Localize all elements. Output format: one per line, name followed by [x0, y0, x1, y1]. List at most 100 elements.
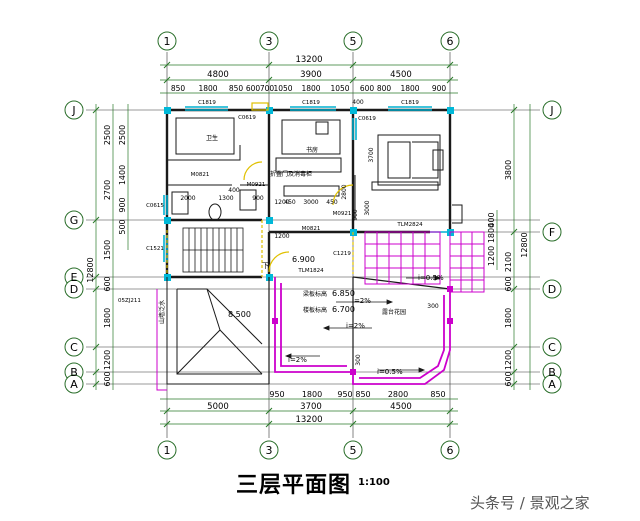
axis-label-left-A: A — [70, 378, 78, 391]
axis-label-bottom-1: 1 — [164, 444, 171, 457]
stair — [182, 227, 244, 273]
dim-top-detail: 1800 — [400, 84, 419, 93]
room-label: 露台花园 — [382, 308, 406, 316]
window-label: C1521 — [146, 246, 164, 252]
dim-bottom-detail: 850 — [355, 390, 370, 399]
dim-top-main-1: 4800 — [207, 70, 229, 80]
dim-top-detail: 600 — [360, 84, 375, 93]
elevation-note: 梁板标高 — [303, 290, 327, 298]
axis-label-right-C: C — [548, 341, 556, 354]
dim-top-detail: 1800 — [198, 84, 217, 93]
axis-label-top-1: 1 — [164, 35, 171, 48]
dim-bottom-total: 13200 — [295, 415, 322, 425]
room-label: 折叠门及消毒柜 — [270, 170, 312, 178]
axis-label-left-J: J — [71, 104, 75, 117]
dim-top-detail: 850 — [171, 84, 186, 93]
dim-left-detail: 2500 — [118, 125, 127, 145]
door-label: M0821 — [191, 172, 210, 178]
slope: i=0.5% — [377, 368, 403, 376]
inner-dim: 400 — [228, 187, 240, 194]
slope: i=2% — [288, 356, 307, 364]
dim-bottom-main-2: 3700 — [300, 402, 322, 412]
elevation: 6.850 — [332, 289, 355, 298]
dim-right-total: 12800 — [520, 232, 529, 257]
dim-bottom-detail: 950 — [337, 390, 352, 399]
door-label: M0821 — [302, 226, 321, 232]
inner-dim: 300 — [427, 303, 439, 310]
axis-label-left-G: G — [70, 214, 79, 227]
dim-left-main: 1800 — [103, 308, 112, 328]
pergola — [364, 231, 485, 293]
slope: i=2% — [352, 297, 371, 305]
dim-right-main: 3800 — [504, 160, 513, 180]
window-label: C0619 — [358, 116, 376, 122]
watermark: 头条号 / 景观之家 — [470, 494, 590, 512]
axis-label-left-B: B — [70, 366, 78, 379]
dim-top-main-3: 4500 — [390, 70, 412, 80]
dim-top-detail: 1050 — [273, 84, 292, 93]
axis-label-bottom-5: 5 — [350, 444, 357, 457]
door-label: M0921 — [247, 182, 266, 188]
axis-label-left-C: C — [70, 341, 78, 354]
inner-dim: 400 — [352, 99, 364, 106]
slope: i=0.5% — [418, 274, 444, 282]
door-label: TLM1824 — [297, 268, 324, 274]
dim-right-detail: 400 — [487, 212, 496, 227]
dim-bottom-detail: 850 — [430, 390, 445, 399]
axis-label-top-6: 6 — [447, 35, 454, 48]
dim-top-detail: 850 — [229, 84, 244, 93]
inner-dim: 1200 — [274, 199, 289, 206]
elevation-note: 楼板标高 — [303, 306, 327, 314]
slope: i=2% — [346, 322, 365, 330]
stair-direction: 下 — [262, 262, 269, 270]
inner-dim: 2000 — [180, 195, 195, 202]
dim-top-detail: 900 — [432, 84, 447, 93]
dim-right-main: 2100 — [504, 252, 513, 272]
dim-left-detail: 1400 — [118, 165, 127, 185]
dim-left-total: 12800 — [86, 257, 95, 282]
terrace-parapet — [274, 277, 451, 385]
inner-dim: 3700 — [368, 147, 375, 162]
window-label: C1819 — [198, 100, 216, 106]
axis-label-left-D: D — [70, 283, 78, 296]
dim-bottom-main-1: 5000 — [207, 402, 229, 412]
inner-dim: 900 — [252, 195, 264, 202]
dim-bottom-main-3: 4500 — [390, 402, 412, 412]
dim-right-main: 600 — [504, 371, 513, 386]
inner-dim: 450 — [326, 199, 338, 206]
door-label: M0921 — [333, 211, 352, 217]
axis-label-right-A: A — [548, 378, 556, 391]
dim-top-detail: 700 — [260, 84, 275, 93]
dim-left-main: 2700 — [103, 180, 112, 200]
dim-right-main: 600 — [504, 276, 513, 291]
dim-left-main: 600 — [103, 371, 112, 386]
axis-label-right-F: F — [549, 226, 555, 239]
axis-label-right-B: B — [548, 366, 556, 379]
dim-left-detail: 500 — [118, 219, 127, 234]
window-label: C0619 — [238, 115, 256, 121]
dim-top-detail: 600 — [246, 84, 261, 93]
dim-left-main: 1200 — [103, 350, 112, 370]
elevation: 6.700 — [332, 305, 355, 314]
axis-label-right-J: J — [549, 104, 553, 117]
dim-bottom-detail: 950 — [269, 390, 284, 399]
inner-dim: 1200 — [274, 233, 289, 240]
dim-top-detail: 1050 — [330, 84, 349, 93]
axis-label-right-D: D — [548, 283, 556, 296]
dim-left-main: 1500 — [103, 240, 112, 260]
window-label: C0615 — [146, 203, 164, 209]
inner-dim: 3000 — [364, 200, 371, 215]
elevation: 8.500 — [228, 310, 251, 319]
room-label: 卫生 — [206, 134, 218, 142]
inner-dim: 2800 — [341, 184, 348, 199]
window-label: C1219 — [333, 251, 351, 257]
elevation: 6.900 — [292, 255, 315, 264]
dim-right-detail: 1200 — [487, 246, 496, 266]
dim-right-main: 1800 — [487, 223, 496, 243]
axis-label-top-3: 3 — [266, 35, 273, 48]
axis-label-top-5: 5 — [350, 35, 357, 48]
dim-bottom-detail: 2800 — [388, 390, 408, 399]
inner-dim: 900 — [352, 209, 359, 221]
room-label: 书房 — [306, 146, 318, 154]
drawing-title: 三层平面图 — [236, 473, 352, 498]
